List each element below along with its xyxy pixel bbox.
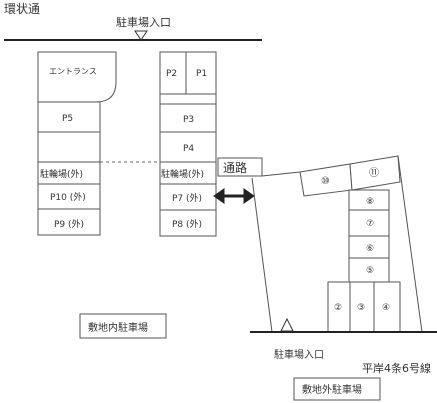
offsite-parking-label: 敷地外駐車場 — [302, 383, 362, 396]
slot-p4-label: P4 — [183, 144, 194, 154]
passage-arrow — [213, 188, 255, 204]
entrance-top-label: 駐車場入口 — [116, 15, 171, 29]
slot-p7 — [159, 183, 217, 211]
bottom-entrance-marker — [280, 317, 294, 332]
onsite-parking-label: 敷地内駐車場 — [88, 321, 148, 334]
slot-s4 — [373, 281, 401, 333]
road-bottom-label: 平岸4条6号線 — [362, 361, 431, 375]
slot-p9-label: P9 (外) — [54, 218, 84, 230]
slot-p1-label: P1 — [196, 69, 207, 79]
passage-box — [217, 157, 263, 177]
slot-s7-label: ⑦ — [366, 219, 374, 229]
passage-label: 通路 — [223, 160, 247, 175]
entrance-hall — [37, 51, 117, 103]
slot-p5-label: P5 — [62, 114, 73, 124]
entrance-bottom-label: 駐車場入口 — [274, 348, 324, 361]
slot-s3-label: ③ — [357, 303, 365, 313]
slot-s11 — [349, 155, 401, 191]
offsite-parking-box — [293, 377, 381, 401]
slot-p9 — [37, 208, 101, 236]
slot-s8-label: ⑧ — [366, 197, 374, 207]
slot-s6-label: ⑥ — [366, 244, 374, 254]
bike-left-label: 駐輪場(外) — [40, 168, 83, 180]
slot-p2-label: P2 — [166, 69, 177, 79]
slot-s2-label: ② — [334, 303, 342, 313]
path-line-left — [251, 177, 273, 333]
slot-p10-label: P10 (外) — [50, 191, 86, 203]
slot-p8-label: P8 (外) — [172, 218, 202, 230]
slot-s4-label: ④ — [382, 303, 390, 313]
slot-s11-label: ⑪ — [369, 167, 379, 179]
slot-blank-left — [37, 131, 101, 163]
street-label: 環状通 — [4, 2, 40, 16]
slot-s7 — [348, 209, 390, 237]
slot-s5-label: ⑤ — [366, 266, 374, 276]
slot-p7-label: P7 (外) — [172, 192, 202, 204]
top-entrance-marker — [134, 30, 148, 41]
slot-blank-right — [159, 93, 217, 105]
onsite-parking-box — [79, 313, 167, 339]
slot-p3-label: P3 — [183, 115, 194, 125]
slot-p8 — [159, 209, 217, 237]
bike-right-label: 駐輪場(外) — [161, 168, 204, 180]
slot-s10-label: ⑩ — [321, 176, 330, 187]
path-line-top — [261, 171, 301, 177]
entrance-hall-label: エントランス — [49, 67, 97, 76]
right-boundary — [397, 155, 423, 333]
